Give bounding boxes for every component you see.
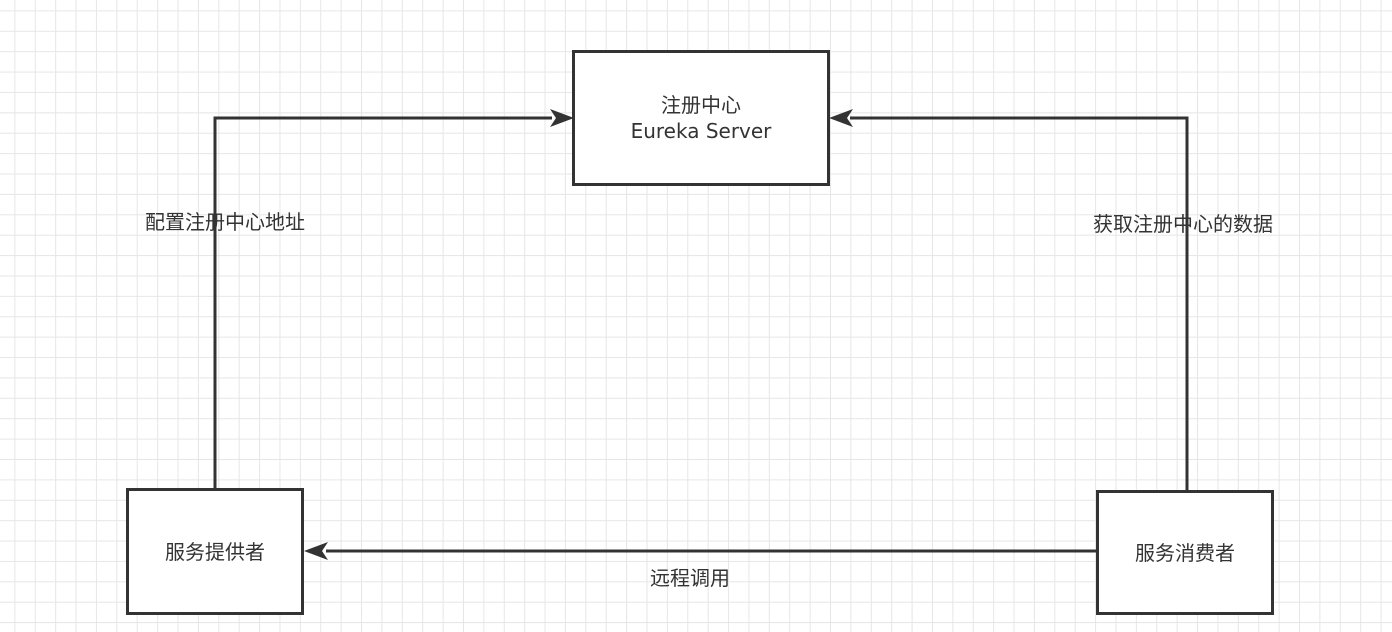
registry-title: 注册中心: [661, 93, 741, 117]
arrowhead-consumer-to-registry: [829, 109, 853, 127]
arrowhead-provider-to-registry: [550, 109, 574, 127]
registry-subtitle: Eureka Server: [630, 119, 772, 143]
registry-node[interactable]: 注册中心 Eureka Server: [572, 50, 830, 186]
connector-provider-to-registry: [213, 116, 552, 489]
arrowhead-consumer-to-provider: [304, 542, 328, 560]
connector-consumer-to-registry: [850, 116, 1189, 490]
edge-label-consumer-to-registry: 获取注册中心的数据: [1093, 212, 1273, 236]
provider-node[interactable]: 服务提供者: [126, 488, 304, 615]
edge-label-consumer-to-provider: 远程调用: [650, 566, 730, 590]
edge-label-provider-to-registry: 配置注册中心地址: [145, 210, 305, 234]
consumer-label: 服务消费者: [1135, 540, 1235, 565]
consumer-node[interactable]: 服务消费者: [1096, 490, 1274, 615]
provider-label: 服务提供者: [165, 539, 265, 564]
